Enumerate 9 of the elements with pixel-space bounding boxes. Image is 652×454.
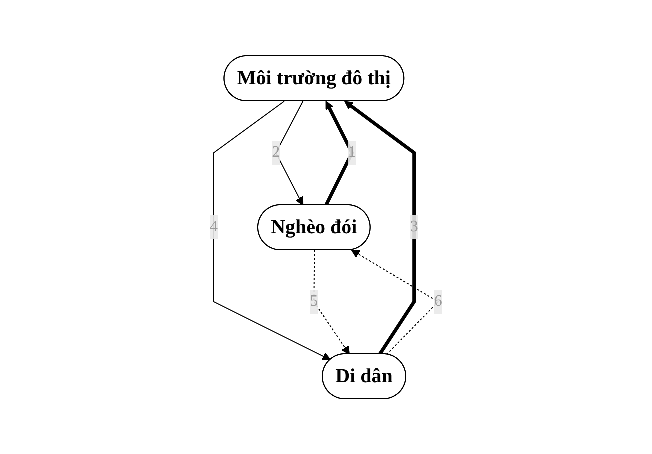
edge-label: 2 (272, 143, 280, 160)
edge-label: 5 (310, 292, 318, 310)
arrow (344, 100, 416, 355)
edge-label: 4 (210, 218, 218, 235)
edge-label: 6 (434, 292, 442, 310)
edge-label: 3 (410, 218, 418, 235)
arrow (314, 250, 350, 354)
arrow (213, 100, 331, 360)
edge-label: 1 (348, 143, 356, 160)
